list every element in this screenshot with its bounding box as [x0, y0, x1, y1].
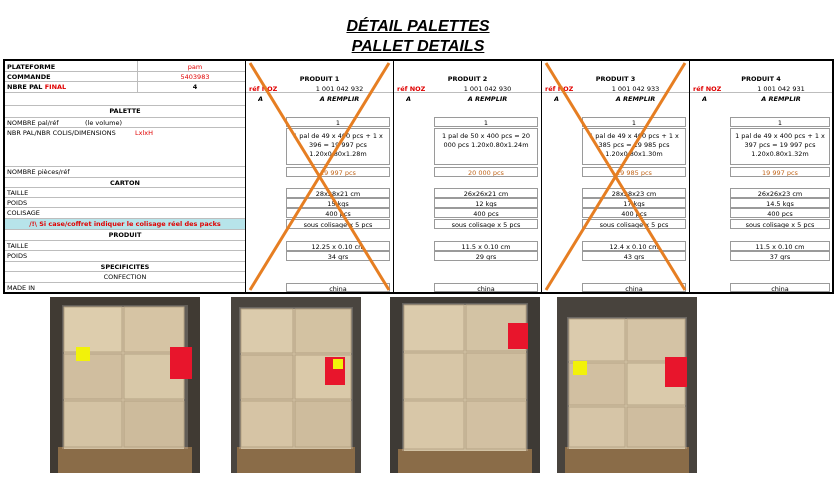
ref-label: réf NOZ — [249, 85, 278, 93]
produit-poids-value: 37 grs — [730, 251, 830, 261]
taille-label: TAILLE — [7, 189, 29, 197]
produit-taille-value: 12.4 x 0.10 cm — [582, 241, 686, 251]
pieces-value: 19 997 pcs — [286, 167, 390, 177]
warn-value: sous colisage x 5 pcs — [434, 219, 538, 229]
carton-poids-value: 17 kgs — [582, 198, 686, 208]
carton-taille-value: 26x26x21 cm — [434, 188, 538, 198]
title-en: PALLET DETAILS — [351, 38, 485, 55]
product-column-4: PRODUIT 4 réf NOZ 1 001 042 931 A A REMP… — [690, 61, 832, 292]
commande-value: 5403983 — [180, 73, 210, 81]
nbre-pal-label: NBRE PAL FINAL — [7, 83, 67, 91]
pallet-image-1 — [50, 297, 200, 473]
pieces-value: 19 985 pcs — [582, 167, 686, 177]
ref-label: réf NOZ — [397, 85, 426, 93]
commande-label: COMMANDE — [7, 73, 51, 81]
poids-label: POIDS — [7, 199, 28, 207]
product-title: PRODUIT 3 — [595, 75, 636, 83]
carton-taille-value: 26x26x23 cm — [730, 188, 830, 198]
carton-taille-value: 28x28x21 cm — [286, 188, 390, 198]
colisage-label: COLISAGE — [7, 209, 40, 217]
remplir-label: A REMPLIR — [761, 95, 801, 103]
warn-value: sous colisage x 5 pcs — [286, 219, 390, 229]
produit-taille-value: 11.5 x 0.10 cm — [730, 241, 830, 251]
made-in-label: MADE IN — [7, 284, 36, 292]
ref-number: 1 001 042 932 — [315, 85, 364, 93]
confection-label: CONFECTION — [103, 273, 147, 281]
product-title: PRODUIT 4 — [741, 75, 781, 83]
produit-header: PRODUIT — [108, 231, 142, 239]
made-in-value: china — [582, 283, 686, 292]
carton-poids-value: 15 kgs — [286, 198, 390, 208]
pallet-image-2 — [231, 297, 361, 473]
carton-header: CARTON — [110, 179, 140, 187]
nbre-pal-final: FINAL — [44, 83, 67, 91]
colisage-value: 400 pcs — [730, 208, 830, 218]
colisage-value: 400 pcs — [582, 208, 686, 218]
carton-taille-value: 28x28x23 cm — [582, 188, 686, 198]
pieces-value: 19 997 pcs — [730, 167, 830, 177]
a-label: A — [702, 95, 708, 103]
made-in-value: china — [286, 283, 390, 292]
warn-value: sous colisage x 5 pcs — [730, 219, 830, 229]
plateforme-value: pam — [187, 63, 203, 71]
made-in-value: china — [730, 283, 830, 292]
colisage-value: 400 pcs — [434, 208, 538, 218]
product-column-1: PRODUIT 1 réf NOZ 1 001 042 932 A A REMP… — [246, 61, 393, 292]
pallet-image-4 — [557, 297, 697, 473]
nombre-value: 1 — [434, 117, 538, 127]
specificites-header: SPECIFICITES — [100, 263, 150, 271]
product-column-2: PRODUIT 2 réf NOZ 1 001 042 930 A A REMP… — [394, 61, 541, 292]
produit-taille-value: 11.5 x 0.10 cm — [434, 241, 538, 251]
remplir-label: A REMPLIR — [467, 95, 508, 103]
product-title: PRODUIT 2 — [447, 75, 488, 83]
ptaille-label: TAILLE — [7, 242, 29, 250]
carton-poids-value: 14.5 kgs — [730, 198, 830, 208]
a-label: A — [554, 95, 560, 103]
palette-header: PALETTE — [109, 107, 141, 115]
ppoids-label: POIDS — [7, 252, 28, 260]
pallet-photo-3 — [390, 297, 540, 473]
colisage-warning: /!\ Si case/coffret indiquer le colisage… — [5, 219, 245, 229]
nombre-value: 1 — [582, 117, 686, 127]
nombre-value: 1 — [730, 117, 830, 127]
ref-number: 1 001 042 931 — [757, 85, 805, 93]
ref-number: 1 001 042 933 — [611, 85, 660, 93]
ref-label: réf NOZ — [545, 85, 574, 93]
ref-label: réf NOZ — [693, 85, 722, 93]
product-title: PRODUIT 1 — [299, 75, 340, 83]
plateforme-label: PLATEFORME — [7, 63, 56, 71]
dims-value: 1 pal de 49 x 400 pcs + 1 x 385 pcs = 19… — [582, 128, 686, 165]
made-in-value: china — [434, 283, 538, 292]
pieces-value: 20 000 pcs — [434, 167, 538, 177]
nbre-pal-value: 4 — [192, 83, 198, 91]
dims-value: 1 pal de 49 x 400 pcs + 1 x 397 pcs = 19… — [730, 128, 830, 165]
produit-poids-value: 43 grs — [582, 251, 686, 261]
remplir-label: A REMPLIR — [319, 95, 360, 103]
remplir-label: A REMPLIR — [615, 95, 656, 103]
produit-poids-value: 34 grs — [286, 251, 390, 261]
a-label: A — [258, 95, 264, 103]
dims-value: 1 pal de 49 x 400 pcs + 1 x 396 = 19 997… — [286, 128, 390, 165]
pallet-image-3 — [390, 297, 540, 473]
colisage-value: 400 pcs — [286, 208, 390, 218]
product-column-3: PRODUIT 3 réf NOZ 1 001 042 933 A A REMP… — [542, 61, 689, 292]
dims-note: LxlxH — [135, 129, 154, 137]
nombre-value: 1 — [286, 117, 390, 127]
produit-poids-value: 29 grs — [434, 251, 538, 261]
pallet-details-sheet: PLATEFORME pam COMMANDE 5403983 NBRE PAL… — [3, 59, 834, 294]
pallet-photo-4 — [557, 297, 697, 473]
dims-value: 1 pal de 50 x 400 pcs = 20 000 pcs 1.20x… — [434, 128, 538, 165]
pallet-photo-1 — [50, 297, 200, 473]
ref-number: 1 001 042 930 — [463, 85, 512, 93]
a-label: A — [406, 95, 412, 103]
pieces-label: NOMBRE pièces/réf — [7, 168, 70, 176]
dims-label: NBR PAL/NBR COLIS/DIMENSIONS — [7, 129, 116, 137]
title-fr: DÉTAIL PALETTES — [346, 18, 490, 35]
warn-value: sous colisage x 5 pcs — [582, 219, 686, 229]
produit-taille-value: 12.25 x 0.10 cm — [286, 241, 390, 251]
pallet-photo-2 — [231, 297, 361, 473]
nombre-pal-label: NOMBRE pal/réf — [7, 119, 59, 127]
carton-poids-value: 12 kgs — [434, 198, 538, 208]
nombre-pal-note: (le volume) — [85, 119, 123, 127]
